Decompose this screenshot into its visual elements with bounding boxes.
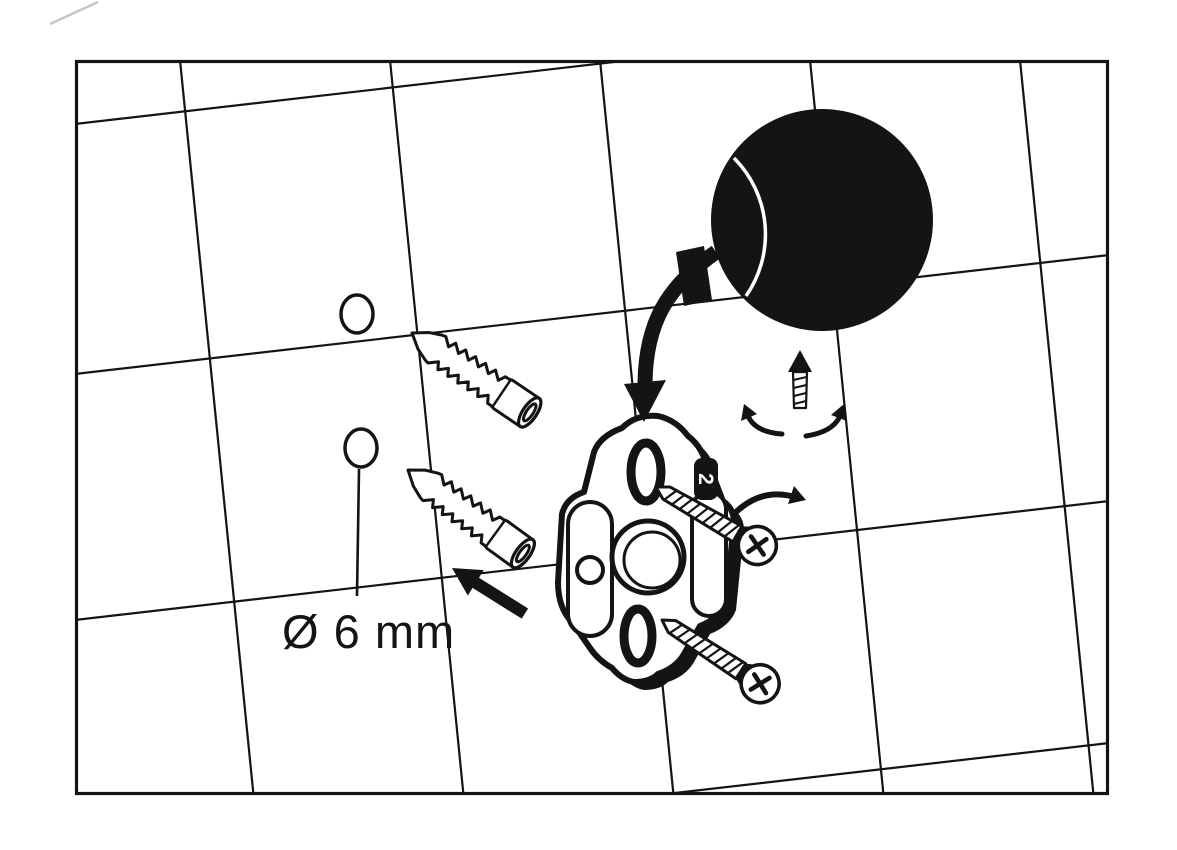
push-up-arrow: [788, 350, 812, 372]
cover-plate-disc: [711, 109, 933, 331]
rotate-to-lock-indicator: [741, 350, 847, 439]
mounting-plate: 2: [555, 412, 744, 690]
drill-hole-bottom: [343, 427, 379, 469]
rotate-arrow-right: [803, 404, 847, 439]
center-opening-inner-edge: [622, 530, 682, 590]
screw-hole-left: [575, 555, 605, 585]
drill-diameter-label: Ø 6 mm: [282, 605, 455, 658]
plate-marking-text: 2: [694, 473, 717, 485]
drill-hole-top: [339, 293, 375, 335]
insert-direction-arrow: [452, 568, 529, 619]
rotate-arrow-left: [741, 404, 785, 437]
cover-plate-highlight: [732, 156, 768, 298]
keyhole-slot-bottom: [619, 604, 657, 668]
keyhole-slot-top: [626, 438, 666, 506]
tighten-rotation-arrow: [731, 486, 806, 517]
round-cover-plate: [711, 109, 933, 331]
leader-line: [355, 468, 361, 597]
plate-marking-tab: [694, 458, 718, 500]
wall-border: [74, 59, 1110, 796]
attach-direction-arrow: [624, 245, 721, 422]
lock-pin: [791, 370, 809, 410]
scan-artifact-line: [49, 0, 99, 26]
